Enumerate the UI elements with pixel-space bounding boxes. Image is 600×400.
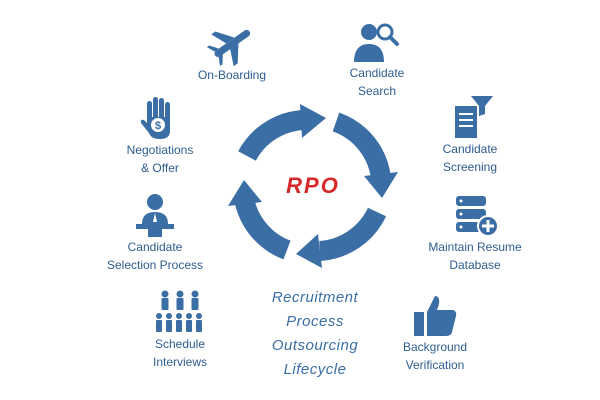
- stage-label-schedule-interviews: Schedule Interviews: [152, 337, 208, 369]
- stage-candidate-screening: Candidate Screening: [400, 94, 540, 176]
- stage-label-onboarding: On-Boarding: [197, 68, 267, 82]
- stage-label-candidate-search: Candidate Search: [349, 66, 405, 98]
- group-people-icon: [156, 290, 202, 332]
- stage-schedule-interviews: Schedule Interviews: [110, 289, 250, 371]
- thumbs-up-icon: [414, 296, 457, 336]
- stage-label-negotiations-offer: Negotiations & Offer: [126, 143, 194, 175]
- stage-label-candidate-screening: Candidate Screening: [442, 142, 498, 174]
- database-add-icon: [456, 196, 499, 237]
- svg-text:$: $: [155, 120, 161, 132]
- airplane-icon: [206, 29, 251, 66]
- filter-document-icon: [455, 96, 493, 138]
- presenter-podium-icon: [136, 194, 174, 237]
- stage-negotiations-offer: $ Negotiations & Offer: [90, 95, 230, 177]
- stage-resume-database: Maintain Resume Database: [405, 192, 545, 274]
- stage-background-verification: Background Verification: [365, 292, 505, 374]
- hand-dollar-icon: $: [140, 97, 170, 139]
- stage-label-selection-process: Candidate Selection Process: [106, 240, 204, 272]
- person-search-icon: [354, 23, 399, 62]
- stage-label-background-verification: Background Verification: [402, 340, 468, 372]
- stage-selection-process: Candidate Selection Process: [85, 192, 225, 274]
- stage-onboarding: On-Boarding: [162, 20, 302, 84]
- stage-candidate-search: Candidate Search: [307, 18, 447, 100]
- rpo-title: RPO: [286, 173, 340, 198]
- lifecycle-caption: Recruitment Process Outsourcing Lifecycl…: [271, 289, 359, 378]
- stage-label-resume-database: Maintain Resume Database: [428, 240, 522, 272]
